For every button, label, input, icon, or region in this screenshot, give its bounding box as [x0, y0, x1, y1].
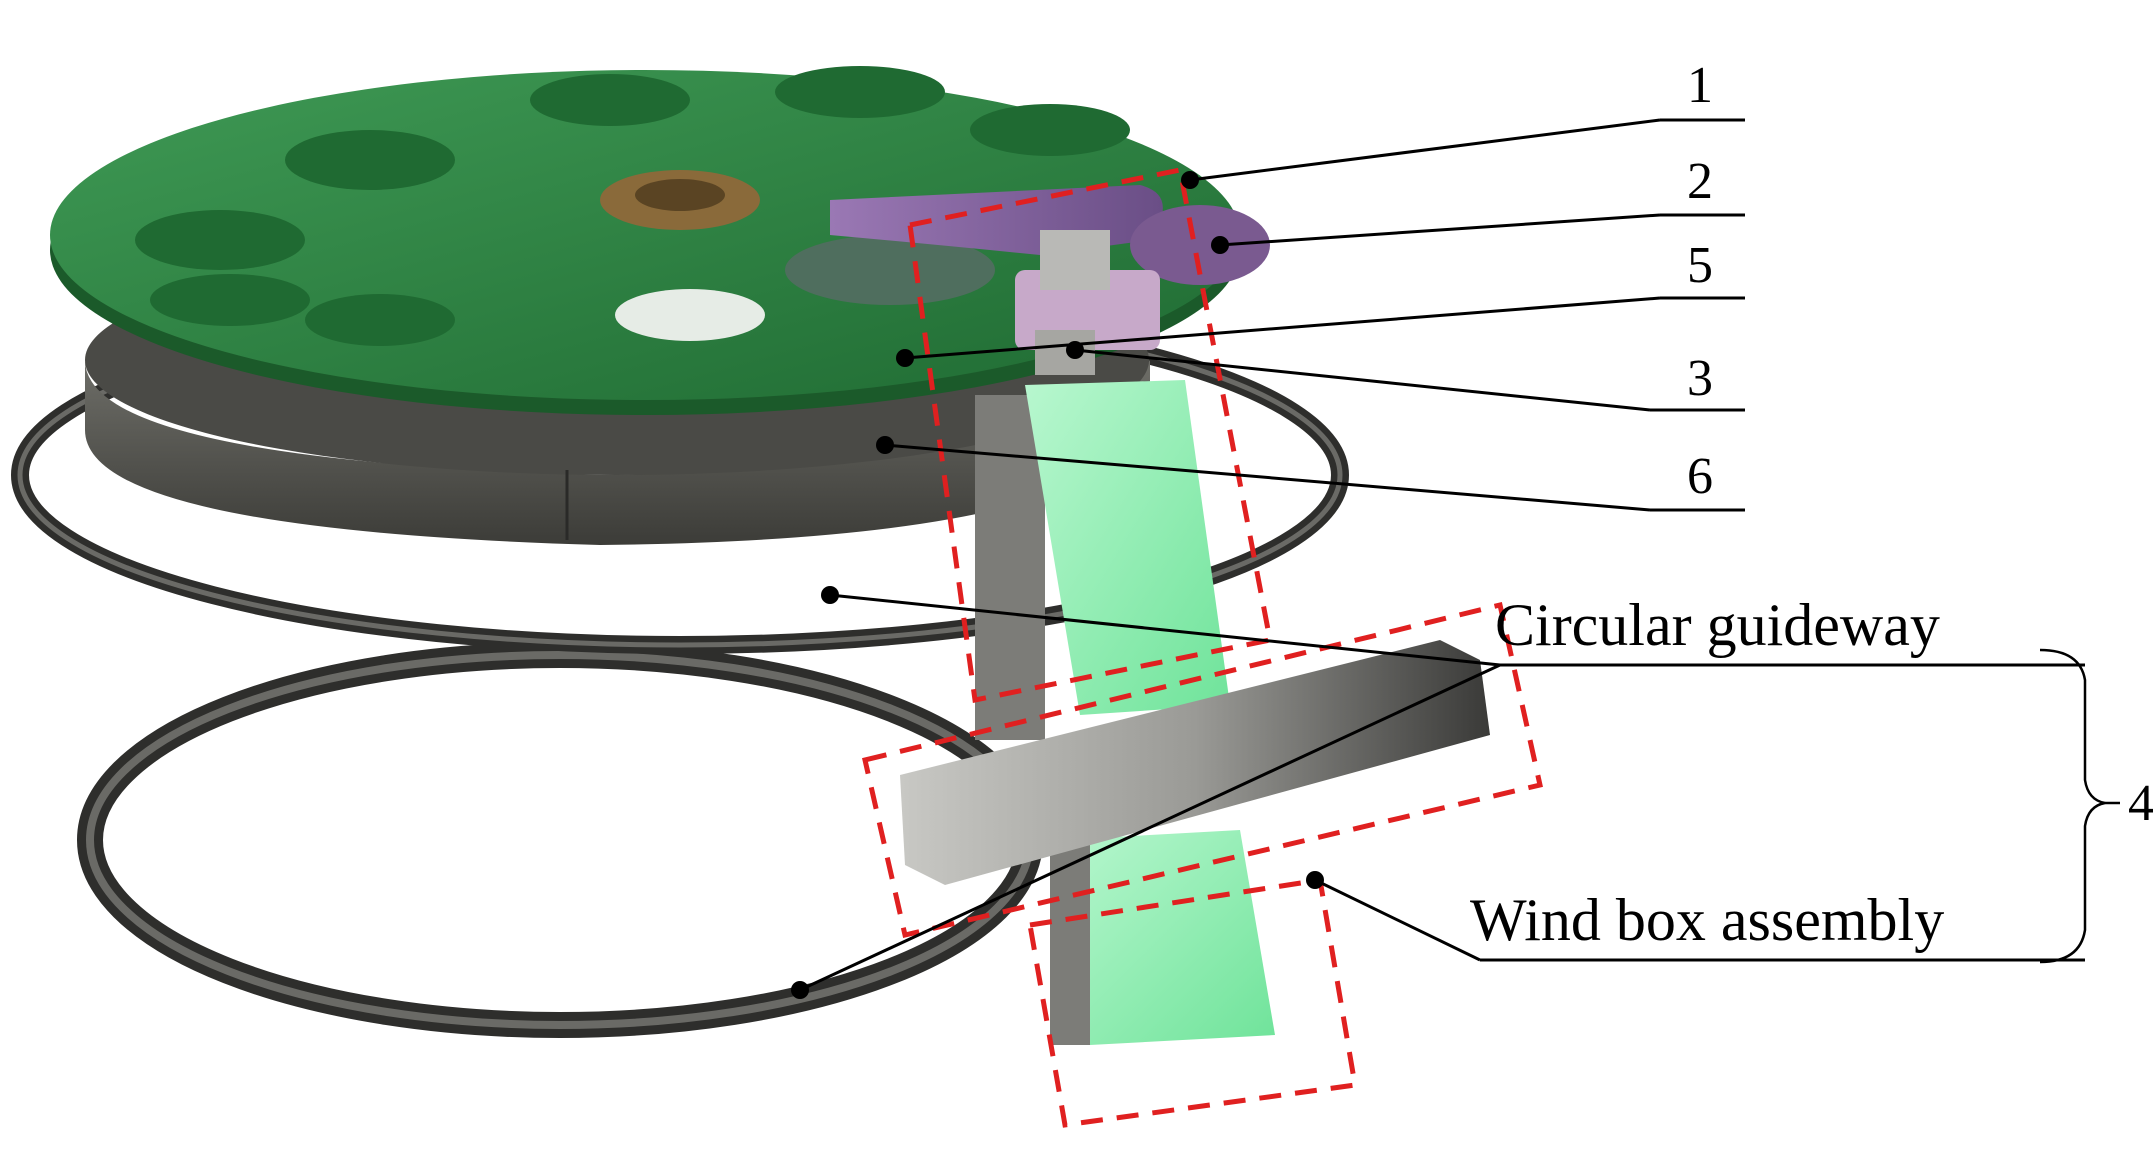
leader-line-6 [884, 443, 1651, 512]
label-4: 4 [2128, 775, 2153, 832]
leader-line-2 [1219, 213, 1661, 247]
circular-guideway-ring [77, 642, 1043, 1038]
leader-lines [799, 118, 2085, 992]
leader-line-assembly [1314, 878, 1481, 962]
green-disc [50, 66, 1240, 415]
label-6: 6 [1687, 448, 1713, 505]
dashed-outline-cross [862, 601, 1543, 939]
dashed-outline-group [862, 167, 1543, 1128]
leader-line-5 [904, 296, 1661, 360]
label-3: 3 [1687, 350, 1713, 407]
dashed-outline-lower [1027, 877, 1358, 1128]
label-2: 2 [1687, 153, 1713, 210]
label-1: 1 [1687, 57, 1713, 114]
leader-line-guideway [829, 593, 1501, 667]
leader-line-1 [1189, 118, 1661, 182]
label-5: 5 [1687, 237, 1713, 294]
dashed-outline-upper [907, 167, 1273, 703]
leader-dots [791, 171, 1324, 999]
label-wind-box-assembly: Wind box assembly [1470, 887, 1944, 953]
assembly-brace [2039, 648, 2106, 964]
leader-line-windbox [799, 663, 1501, 992]
leader-line-3 [1074, 348, 1651, 412]
perforated-bar [900, 640, 1490, 885]
label-circular-guideway: Circular guideway [1495, 592, 1940, 658]
